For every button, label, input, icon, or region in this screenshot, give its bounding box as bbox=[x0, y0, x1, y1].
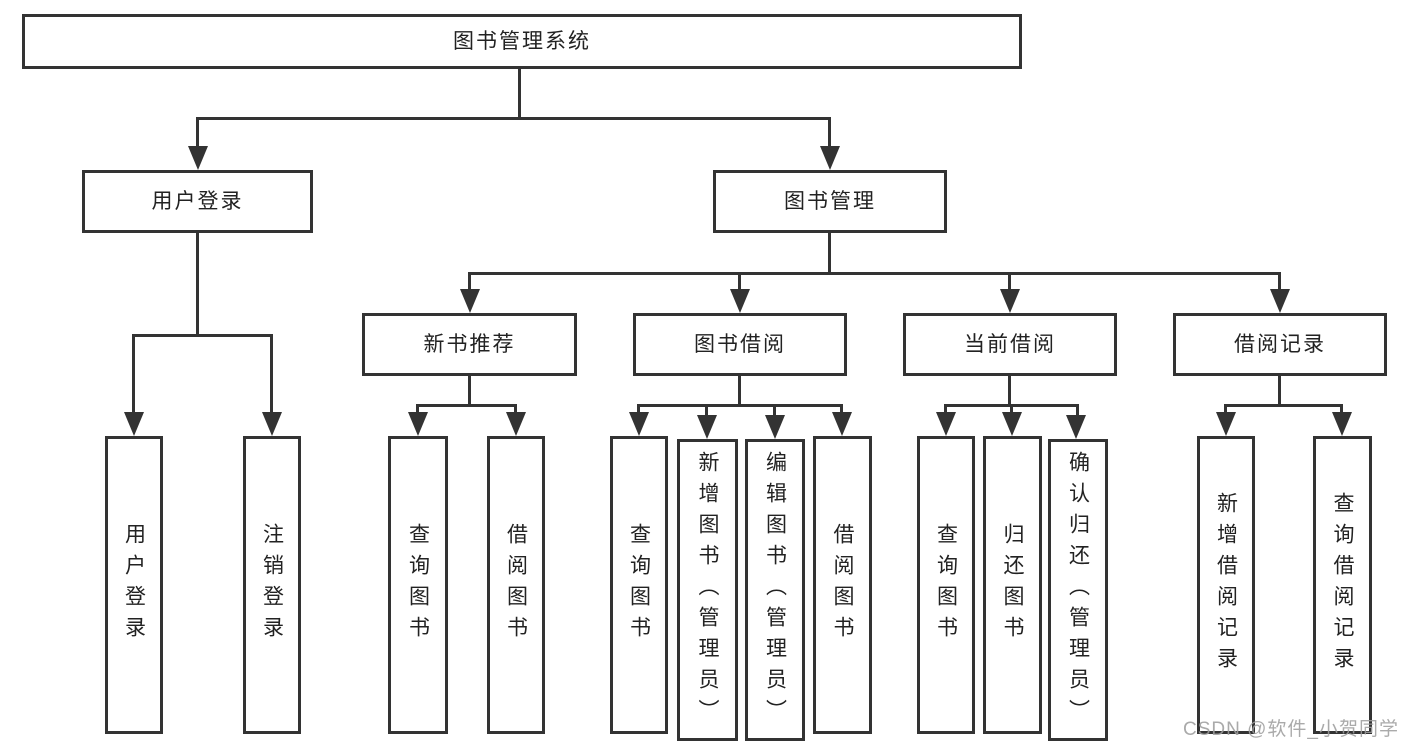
arrowhead-down-icon bbox=[262, 412, 282, 436]
connector-to-leaf bbox=[416, 404, 419, 416]
node-label: 用户登录 bbox=[151, 190, 244, 213]
arrowhead-down-icon bbox=[1270, 289, 1290, 313]
leaf-label: 编辑图书（管理员） bbox=[763, 450, 787, 730]
leaf-label: 查询图书 bbox=[406, 523, 430, 647]
node-label: 图书管理系统 bbox=[453, 30, 591, 53]
connector-to-borrow-record bbox=[1278, 272, 1281, 292]
connector-book-management-branch bbox=[468, 272, 1280, 275]
connector-to-leaf bbox=[132, 334, 135, 416]
leaf-label: 查询图书 bbox=[627, 523, 651, 647]
arrowhead-down-icon bbox=[765, 415, 785, 439]
connector-to-leaf bbox=[514, 404, 517, 416]
leaf-label: 新增图书（管理员） bbox=[696, 450, 719, 730]
connector-user-login-branch bbox=[132, 334, 273, 337]
node-label: 借阅记录 bbox=[1234, 333, 1326, 356]
connector-book-management-stem bbox=[828, 233, 831, 275]
arrowhead-down-icon bbox=[820, 146, 840, 170]
arrowhead-down-icon bbox=[408, 412, 428, 436]
leaf-confirm-return-admin: 确认归还（管理员） bbox=[1048, 439, 1108, 741]
arrowhead-down-icon bbox=[188, 146, 208, 170]
node-label: 图书借阅 bbox=[694, 333, 786, 356]
connector-root-branch bbox=[197, 117, 831, 120]
leaf-label: 借阅图书 bbox=[504, 523, 528, 647]
leaf-query-book: 查询图书 bbox=[388, 436, 448, 734]
leaf-label: 注销登录 bbox=[260, 523, 284, 647]
connector-new-book-stem bbox=[468, 376, 471, 406]
connector-to-leaf bbox=[270, 334, 273, 416]
arrowhead-down-icon bbox=[506, 412, 526, 436]
connector-to-leaf bbox=[840, 404, 843, 416]
leaf-logout: 注销登录 bbox=[243, 436, 301, 734]
csdn-watermark: CSDN @软件_小贺同学 bbox=[1183, 719, 1399, 740]
connector-book-borrow-branch bbox=[637, 404, 842, 407]
connector-root-stem bbox=[518, 69, 521, 119]
leaf-query-book: 查询图书 bbox=[917, 436, 975, 734]
connector-to-leaf bbox=[1340, 404, 1343, 416]
connector-to-book-management bbox=[828, 117, 831, 149]
leaf-add-book-admin: 新增图书（管理员） bbox=[677, 439, 738, 741]
leaf-label: 确认归还（管理员） bbox=[1066, 450, 1090, 730]
arrowhead-down-icon bbox=[1332, 412, 1352, 436]
arrowhead-down-icon bbox=[832, 412, 852, 436]
node-book-borrow: 图书借阅 bbox=[633, 313, 847, 376]
connector-to-leaf bbox=[1076, 404, 1079, 418]
leaf-label: 用户登录 bbox=[122, 523, 146, 647]
arrowhead-down-icon bbox=[460, 289, 480, 313]
arrowhead-down-icon bbox=[1002, 412, 1022, 436]
connector-to-leaf bbox=[1224, 404, 1227, 416]
leaf-edit-book-admin: 编辑图书（管理员） bbox=[745, 439, 805, 741]
arrowhead-down-icon bbox=[730, 289, 750, 313]
node-book-management: 图书管理 bbox=[713, 170, 947, 233]
connector-to-leaf bbox=[705, 404, 708, 418]
node-label: 新书推荐 bbox=[423, 333, 516, 356]
leaf-add-borrow-record: 新增借阅记录 bbox=[1197, 436, 1255, 734]
arrowhead-down-icon bbox=[124, 412, 144, 436]
connector-book-borrow-stem bbox=[738, 376, 741, 406]
leaf-label: 查询图书 bbox=[934, 523, 958, 647]
leaf-borrow-book: 借阅图书 bbox=[813, 436, 872, 734]
leaf-query-book: 查询图书 bbox=[610, 436, 668, 734]
connector-to-leaf bbox=[773, 404, 776, 418]
arrowhead-down-icon bbox=[1216, 412, 1236, 436]
node-root-system: 图书管理系统 bbox=[22, 14, 1022, 69]
connector-new-book-branch bbox=[416, 404, 516, 407]
connector-to-leaf bbox=[944, 404, 947, 416]
connector-to-current-borrow bbox=[1008, 272, 1011, 292]
connector-to-leaf bbox=[1010, 404, 1013, 416]
leaf-return-book: 归还图书 bbox=[983, 436, 1042, 734]
leaf-label: 借阅图书 bbox=[831, 523, 854, 647]
arrowhead-down-icon bbox=[697, 415, 717, 439]
leaf-label: 新增借阅记录 bbox=[1214, 492, 1238, 678]
connector-to-new-book bbox=[468, 272, 471, 292]
leaf-query-borrow-record: 查询借阅记录 bbox=[1313, 436, 1372, 734]
connector-to-leaf bbox=[637, 404, 640, 416]
node-borrow-record: 借阅记录 bbox=[1173, 313, 1387, 376]
node-new-book-recommend: 新书推荐 bbox=[362, 313, 577, 376]
connector-current-borrow-stem bbox=[1008, 376, 1011, 406]
node-current-borrow: 当前借阅 bbox=[903, 313, 1117, 376]
leaf-borrow-book: 借阅图书 bbox=[487, 436, 545, 734]
connector-borrow-record-stem bbox=[1278, 376, 1281, 406]
connector-to-book-borrow bbox=[738, 272, 741, 292]
leaf-label: 归还图书 bbox=[1001, 523, 1024, 647]
leaf-label: 查询借阅记录 bbox=[1331, 492, 1354, 678]
connector-user-login-stem bbox=[196, 233, 199, 337]
node-label: 当前借阅 bbox=[964, 333, 1056, 356]
arrowhead-down-icon bbox=[936, 412, 956, 436]
arrowhead-down-icon bbox=[1066, 415, 1086, 439]
arrowhead-down-icon bbox=[1000, 289, 1020, 313]
connector-borrow-record-branch bbox=[1224, 404, 1342, 407]
arrowhead-down-icon bbox=[629, 412, 649, 436]
node-label: 图书管理 bbox=[784, 190, 876, 213]
leaf-user-login: 用户登录 bbox=[105, 436, 163, 734]
connector-to-user-login bbox=[196, 117, 199, 149]
node-user-login: 用户登录 bbox=[82, 170, 313, 233]
